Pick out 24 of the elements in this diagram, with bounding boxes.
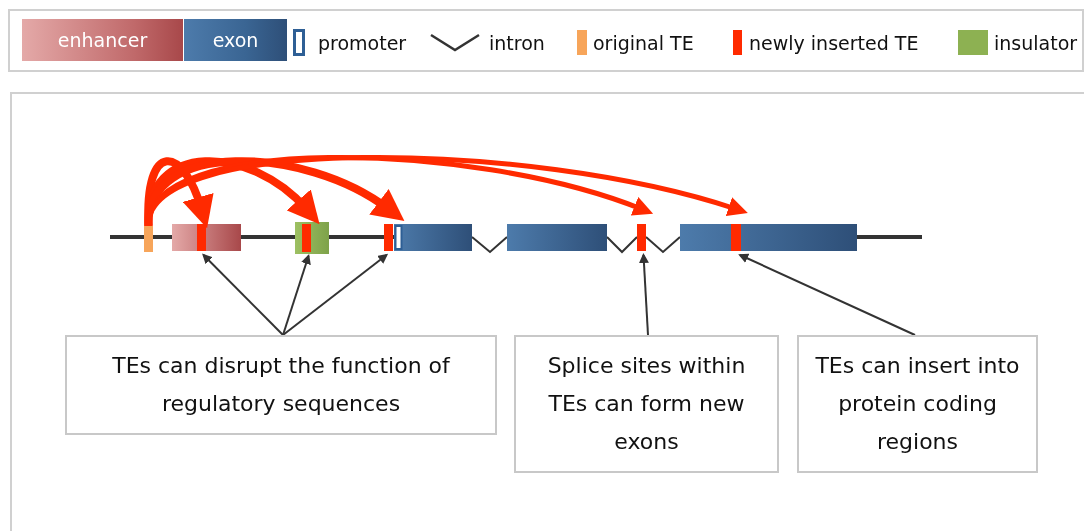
legend-label: intron xyxy=(489,31,545,55)
arrow xyxy=(202,253,284,336)
callout-box: TEs can disrupt the function of regulatory sequences xyxy=(65,335,497,435)
inserted-te-bar xyxy=(731,224,741,251)
callout-box: TEs can insert into protein coding regions xyxy=(797,335,1038,473)
curved-arrow xyxy=(144,157,406,227)
inserted-te-bar xyxy=(384,224,393,251)
arrow xyxy=(282,254,311,336)
legend-label: original TE xyxy=(593,31,694,55)
legend-label: exon xyxy=(211,28,260,52)
inserted-te-bar xyxy=(197,224,206,251)
callout-box: Splice sites within TEs can form new exons xyxy=(514,335,779,473)
arrow xyxy=(282,253,389,336)
curved-arrow xyxy=(144,157,213,228)
legend-label: newly inserted TE xyxy=(749,31,919,55)
arrow xyxy=(738,253,916,336)
curved-arrow xyxy=(144,157,321,227)
legend-label: promoter xyxy=(318,31,407,55)
inserted-te-bar xyxy=(637,224,646,251)
arrow xyxy=(638,253,649,336)
legend-label: insulator xyxy=(994,31,1078,55)
legend-label: enhancer xyxy=(56,28,149,52)
inserted-te-bar xyxy=(302,224,311,252)
original-te-bar xyxy=(144,226,153,252)
